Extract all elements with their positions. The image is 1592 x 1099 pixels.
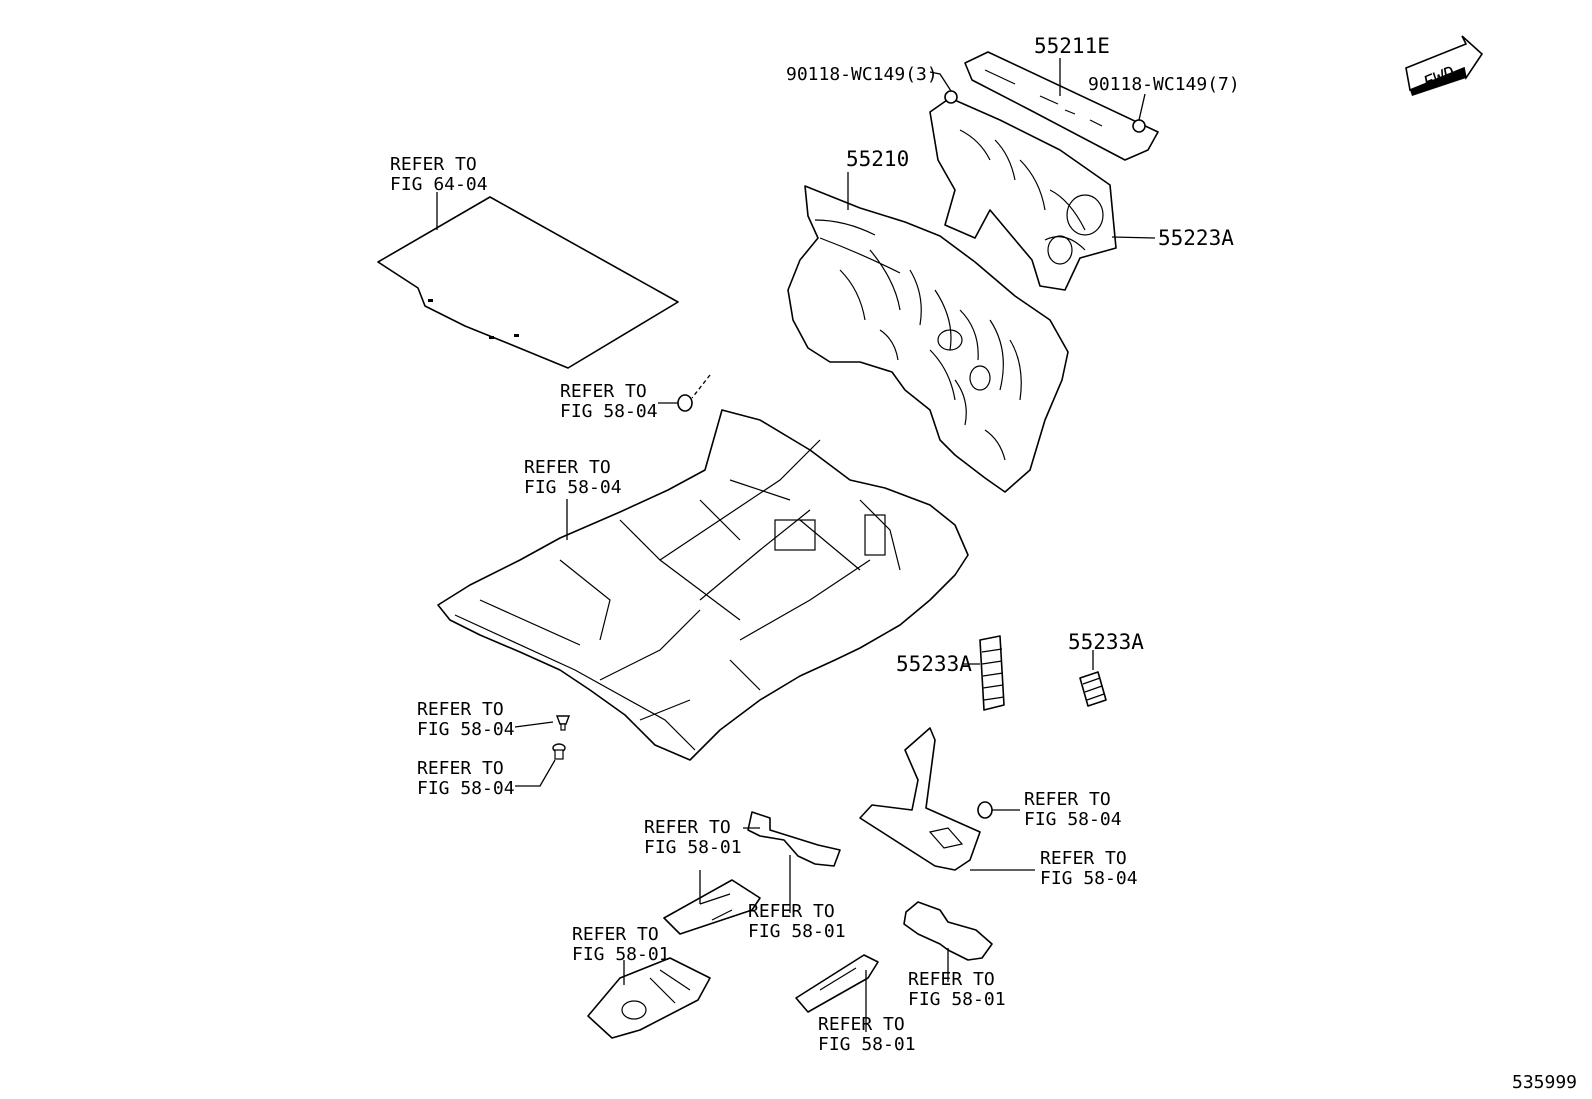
reference-fig-58-01-a: REFER TO FIG 58-01 bbox=[644, 817, 742, 858]
pad-55233a-left bbox=[979, 635, 1005, 711]
figure-number: 535999 bbox=[1512, 1072, 1577, 1093]
reference-fig-58-04-grommet: REFER TO FIG 58-04 bbox=[560, 381, 658, 422]
insulator-55210 bbox=[787, 185, 1069, 493]
svg-text:REFER TO: REFER TO bbox=[818, 1014, 905, 1035]
reference-fig-58-04-clip-2: REFER TO FIG 58-04 bbox=[417, 758, 515, 799]
svg-text:FIG 58-04: FIG 58-04 bbox=[417, 719, 515, 740]
reference-fig-58-04-mat: REFER TO FIG 58-04 bbox=[1040, 848, 1138, 889]
svg-text:REFER TO: REFER TO bbox=[1024, 789, 1111, 810]
reference-fig-64-04: REFER TO FIG 64-04 bbox=[390, 154, 488, 195]
pad-piece bbox=[663, 879, 761, 935]
svg-text:REFER TO: REFER TO bbox=[1040, 848, 1127, 869]
svg-text:REFER TO: REFER TO bbox=[417, 699, 504, 720]
svg-text:FIG 58-04: FIG 58-04 bbox=[1040, 868, 1138, 889]
svg-text:FIG 64-04: FIG 64-04 bbox=[390, 174, 488, 195]
pad-piece bbox=[795, 954, 879, 1013]
part-number-55233a-right: 55233A bbox=[1068, 630, 1144, 654]
svg-text:FIG 58-04: FIG 58-04 bbox=[1024, 809, 1122, 830]
leader-line bbox=[515, 759, 556, 787]
pad-piece bbox=[903, 901, 993, 961]
svg-text:FIG 58-04: FIG 58-04 bbox=[524, 477, 622, 498]
reference-fig-58-01-e: REFER TO FIG 58-01 bbox=[818, 1014, 916, 1055]
reference-fig-58-01-c: REFER TO FIG 58-01 bbox=[572, 924, 670, 965]
svg-text:REFER TO: REFER TO bbox=[644, 817, 731, 838]
leader-line bbox=[691, 374, 711, 399]
cargo-mat bbox=[377, 196, 679, 369]
pad-piece bbox=[587, 957, 711, 1039]
reference-fig-58-04-grommet-right: REFER TO FIG 58-04 bbox=[1024, 789, 1122, 830]
part-number-55233a-left: 55233A bbox=[896, 652, 972, 676]
svg-text:FIG 58-01: FIG 58-01 bbox=[748, 921, 846, 942]
svg-text:REFER TO: REFER TO bbox=[560, 381, 647, 402]
svg-text:FIG 58-04: FIG 58-04 bbox=[560, 401, 658, 422]
grommet-icon bbox=[677, 394, 693, 412]
insulator-55211e bbox=[964, 51, 1159, 161]
svg-text:REFER TO: REFER TO bbox=[908, 969, 995, 990]
svg-text:REFER TO: REFER TO bbox=[390, 154, 477, 175]
svg-text:FIG 58-04: FIG 58-04 bbox=[417, 778, 515, 799]
reference-fig-58-04-clip-1: REFER TO FIG 58-04 bbox=[417, 699, 515, 740]
clip-icon bbox=[555, 715, 571, 731]
reference-fig-58-01-b: REFER TO FIG 58-01 bbox=[748, 901, 846, 942]
leader-line bbox=[1111, 236, 1156, 239]
floor-mat-piece bbox=[859, 727, 981, 871]
svg-text:REFER TO: REFER TO bbox=[417, 758, 504, 779]
part-number-55211e: 55211E bbox=[1034, 34, 1110, 58]
svg-text:FIG 58-01: FIG 58-01 bbox=[908, 989, 1006, 1010]
svg-text:REFER TO: REFER TO bbox=[524, 457, 611, 478]
leader-line bbox=[1138, 93, 1146, 121]
leader-line bbox=[514, 721, 554, 728]
pad-piece bbox=[747, 811, 841, 867]
part-number-55223a: 55223A bbox=[1158, 226, 1234, 250]
silencer-55223a bbox=[929, 97, 1117, 291]
clip-icon bbox=[944, 90, 958, 104]
floor-carpet bbox=[437, 409, 969, 761]
svg-text:FIG 58-01: FIG 58-01 bbox=[644, 837, 742, 858]
part-number-90118-3: 90118-WC149(3) bbox=[786, 64, 938, 85]
part-number-90118-7: 90118-WC149(7) bbox=[1088, 74, 1240, 95]
fwd-arrow-icon: FWD bbox=[1405, 35, 1484, 96]
clip-icon bbox=[552, 743, 566, 760]
reference-fig-58-04-carpet: REFER TO FIG 58-04 bbox=[524, 457, 622, 498]
svg-text:FIG 58-01: FIG 58-01 bbox=[818, 1034, 916, 1055]
svg-text:FIG 58-01: FIG 58-01 bbox=[572, 944, 670, 965]
svg-text:REFER TO: REFER TO bbox=[572, 924, 659, 945]
reference-fig-58-01-d: REFER TO FIG 58-01 bbox=[908, 969, 1006, 1010]
leader-line bbox=[929, 71, 952, 92]
grommet-icon bbox=[977, 801, 993, 819]
svg-text:REFER TO: REFER TO bbox=[748, 901, 835, 922]
clip-icon bbox=[1132, 119, 1146, 133]
part-number-55210: 55210 bbox=[846, 147, 909, 171]
pad-55233a-right bbox=[1079, 671, 1107, 707]
